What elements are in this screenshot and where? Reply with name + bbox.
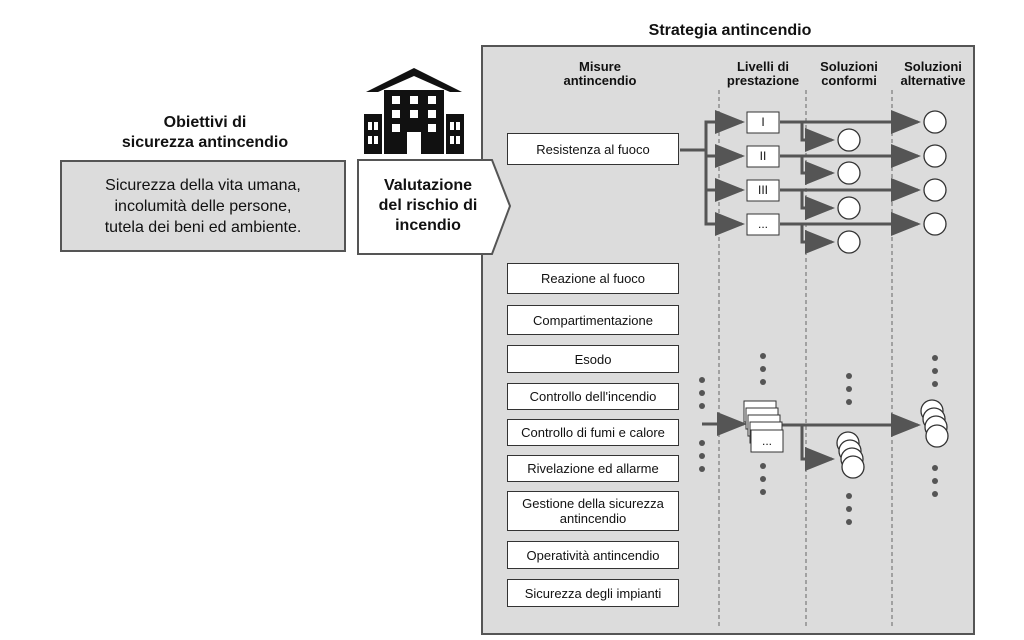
evaluation-line1: Valutazione — [383, 177, 473, 194]
stacked-level-label: ... — [761, 434, 772, 448]
measure-box-fumi-calore: Controllo di fumi e calore — [507, 419, 679, 446]
measure-box-rivelazione: Rivelazione ed allarme — [507, 455, 679, 482]
objectives-text-line2: incolumità delle persone, — [114, 197, 292, 215]
evaluation-line3: incendio — [395, 217, 461, 234]
evaluation-line2: del rischio di — [378, 197, 478, 214]
level-boxes — [746, 111, 780, 236]
stacked-conform-circles — [836, 431, 865, 479]
column-header-alternative: Soluzioni alternative — [900, 59, 966, 88]
level-box-4 — [746, 213, 780, 236]
level-label-3: III — [757, 183, 768, 197]
measure-box-compartimentazione: Compartimentazione — [507, 305, 679, 335]
column-header-conform: Soluzioni conformi — [820, 59, 878, 88]
level-box-1 — [746, 111, 780, 134]
branch-arrows — [680, 110, 745, 236]
column-header-measures: Misure antincendio — [563, 59, 637, 88]
stacked-level-boxes — [743, 400, 784, 453]
objectives-title: Obiettivi di sicurezza antincendio — [60, 113, 350, 153]
column-separators — [718, 90, 893, 628]
level-label-4: ... — [757, 217, 768, 231]
diagram-title: Strategia antincendio — [648, 22, 812, 39]
level-box-2 — [746, 145, 780, 168]
column-header-levels: Livelli di prestazione — [726, 59, 800, 88]
building-icon — [364, 68, 464, 154]
objectives-text-line1: Sicurezza della vita umana, — [105, 176, 301, 194]
measure-box-esodo: Esodo — [507, 345, 679, 373]
objectives-title-line2: sicurezza antincendio — [121, 134, 289, 151]
measure-box-operativita: Operatività antincendio — [507, 541, 679, 569]
objectives-box: Sicurezza della vita umana, incolumità d… — [60, 160, 346, 252]
level-box-3 — [746, 179, 780, 202]
level-arrows — [780, 110, 921, 254]
alternative-circles — [923, 110, 947, 236]
conform-circles — [837, 128, 861, 254]
stacked-alternative-circles — [920, 399, 949, 448]
continuation-dots — [699, 353, 938, 525]
level-label-1: I — [761, 115, 765, 129]
evaluation-label: Valutazione del rischio di incendio — [366, 176, 490, 236]
measure-box-resistenza: Resistenza al fuoco — [507, 133, 679, 165]
measure-box-reazione: Reazione al fuoco — [507, 263, 679, 294]
measure-box-gestione: Gestione della sicurezza antincendio — [507, 491, 679, 531]
measure-box-impianti: Sicurezza degli impianti — [507, 579, 679, 607]
measure-box-controllo-incendio: Controllo dell'incendio — [507, 383, 679, 410]
objectives-title-line1: Obiettivi di — [163, 114, 247, 131]
evaluation-pentagon — [357, 159, 512, 255]
objectives-text-line3: tutela dei beni ed ambiente. — [104, 218, 302, 236]
level-label-2: II — [759, 149, 767, 163]
generic-arrows — [702, 412, 921, 471]
